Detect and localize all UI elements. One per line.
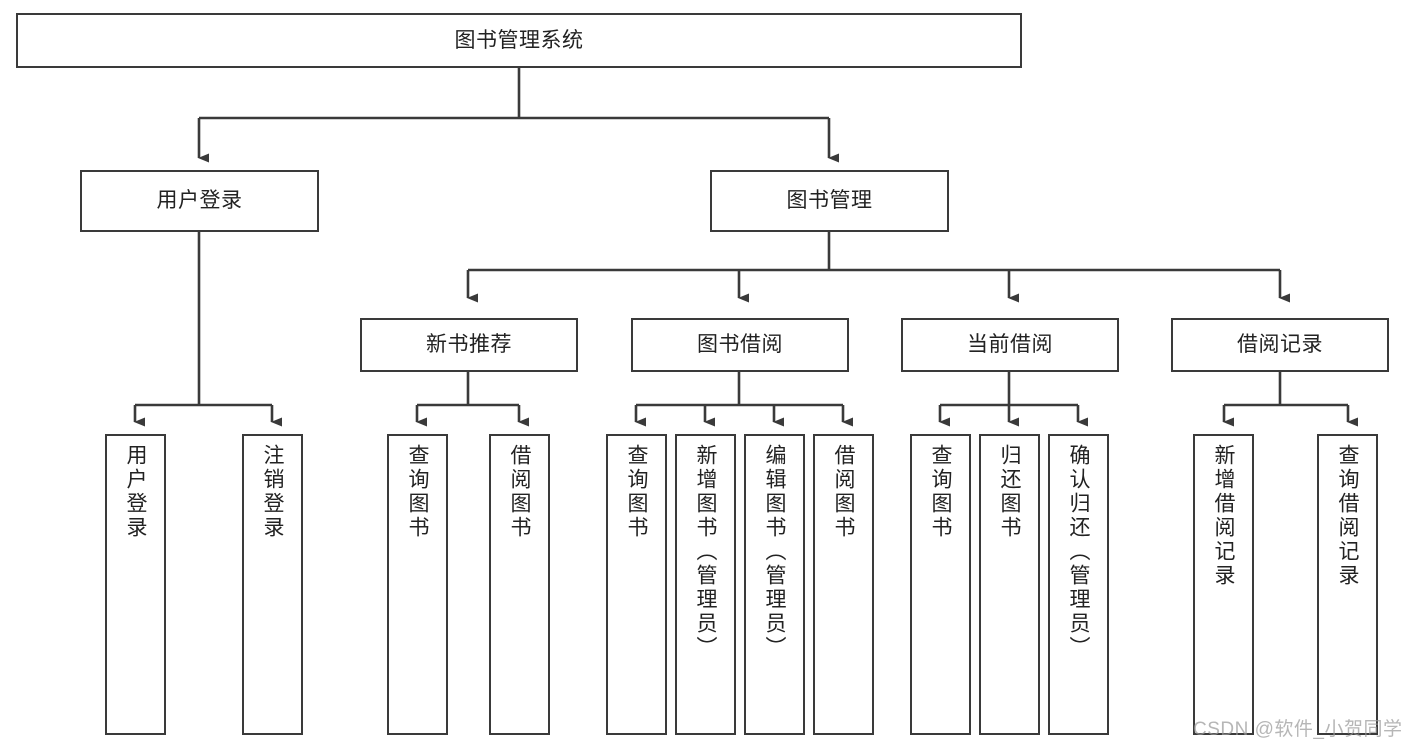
node-book-borrow-label: 图书借阅 (697, 333, 783, 357)
leaf-return-book[interactable]: 归还图书 (979, 434, 1040, 735)
leaf-query-book-borrow[interactable]: 查询图书 (606, 434, 667, 735)
leaf-query-book-new[interactable]: 查询图书 (387, 434, 448, 735)
leaf-logout-label: 注销登录 (261, 444, 284, 540)
leaf-add-borrow-record[interactable]: 新增借阅记录 (1193, 434, 1254, 735)
leaf-edit-book-admin[interactable]: 编辑图书（管理员） (744, 434, 805, 735)
node-user-login[interactable]: 用户登录 (80, 170, 319, 232)
node-book-management-label: 图书管理 (786, 189, 873, 213)
node-current-borrow-label: 当前借阅 (967, 333, 1053, 357)
leaf-borrow-book-new[interactable]: 借阅图书 (489, 434, 550, 735)
leaf-borrow-book-label: 借阅图书 (832, 444, 855, 540)
leaf-query-book-current[interactable]: 查询图书 (910, 434, 971, 735)
node-current-borrow[interactable]: 当前借阅 (901, 318, 1119, 372)
leaf-query-book-new-label: 查询图书 (406, 444, 429, 540)
watermark: CSDN @软件_小贺同学 (1193, 719, 1403, 740)
node-borrow-records-label: 借阅记录 (1237, 333, 1323, 357)
leaf-user-login[interactable]: 用户登录 (105, 434, 166, 735)
node-root[interactable]: 图书管理系统 (16, 13, 1022, 68)
leaf-borrow-book-new-label: 借阅图书 (508, 444, 531, 540)
leaf-user-login-label: 用户登录 (124, 444, 147, 540)
node-new-book-recommend[interactable]: 新书推荐 (360, 318, 578, 372)
node-new-book-recommend-label: 新书推荐 (426, 333, 512, 357)
leaf-add-borrow-record-label: 新增借阅记录 (1212, 444, 1235, 588)
node-book-management[interactable]: 图书管理 (710, 170, 949, 232)
leaf-add-book-admin[interactable]: 新增图书（管理员） (675, 434, 736, 735)
leaf-borrow-book[interactable]: 借阅图书 (813, 434, 874, 735)
leaf-query-book-borrow-label: 查询图书 (625, 444, 648, 540)
leaf-query-borrow-record[interactable]: 查询借阅记录 (1317, 434, 1378, 735)
leaf-query-book-current-label: 查询图书 (929, 444, 952, 540)
node-root-label: 图书管理系统 (454, 28, 584, 52)
leaf-confirm-return-admin-label: 确认归还（管理员） (1067, 444, 1090, 660)
leaf-query-borrow-record-label: 查询借阅记录 (1336, 444, 1359, 588)
leaf-edit-book-admin-label: 编辑图书（管理员） (763, 444, 786, 660)
leaf-add-book-admin-label: 新增图书（管理员） (694, 444, 717, 660)
node-book-borrow[interactable]: 图书借阅 (631, 318, 849, 372)
leaf-logout[interactable]: 注销登录 (242, 434, 303, 735)
node-borrow-records[interactable]: 借阅记录 (1171, 318, 1389, 372)
leaf-confirm-return-admin[interactable]: 确认归还（管理员） (1048, 434, 1109, 735)
leaf-return-book-label: 归还图书 (998, 444, 1021, 540)
node-user-login-label: 用户登录 (156, 189, 243, 213)
